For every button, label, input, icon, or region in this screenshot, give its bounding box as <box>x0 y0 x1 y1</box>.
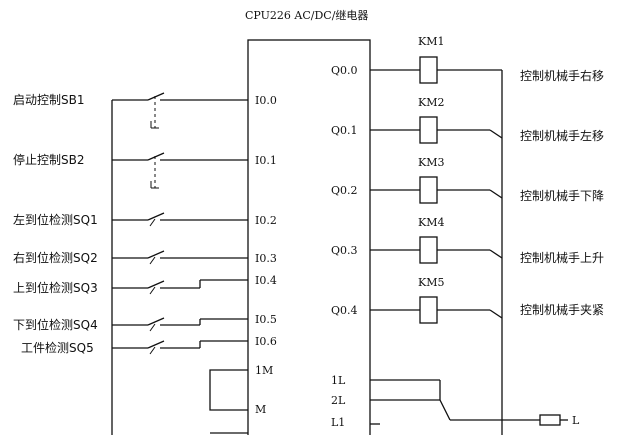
sq2-contact <box>147 250 165 259</box>
terminal-i0-6: I0.6 <box>255 335 277 348</box>
terminal-i0-5: I0.5 <box>255 313 277 326</box>
terminal-m: M <box>255 403 266 416</box>
sb2-contact <box>147 152 165 161</box>
coil-km2 <box>419 116 438 144</box>
terminal-q0-3: Q0.3 <box>331 244 358 257</box>
terminal-l1: L1 <box>331 416 345 429</box>
coil-label-km2: KM2 <box>418 96 444 109</box>
input-label-sq5: 工件检测SQ5 <box>21 340 94 355</box>
terminal-q0-1: Q0.1 <box>331 124 358 137</box>
plc-body <box>247 39 371 435</box>
terminal-i0-1: I0.1 <box>255 154 277 167</box>
terminal-i0-4: I0.4 <box>255 274 277 287</box>
plc-title: CPU226 AC/DC/继电器 <box>245 9 368 22</box>
output-label-q0-2: 控制机械手下降 <box>520 188 604 203</box>
coil-km3 <box>419 176 438 204</box>
terminal-q0-2: Q0.2 <box>331 184 358 197</box>
input-label-sq1: 左到位检测SQ1 <box>13 212 98 227</box>
terminal-q0-4: Q0.4 <box>331 304 358 317</box>
terminal-2l: 2L <box>331 394 346 407</box>
sq3-contact <box>147 280 165 289</box>
terminal-1m: 1M <box>255 364 273 377</box>
sq4-contact <box>147 317 165 326</box>
output-label-q0-0: 控制机械手右移 <box>520 68 604 83</box>
terminal-q0-0: Q0.0 <box>331 64 358 77</box>
output-label-q0-1: 控制机械手左移 <box>520 128 604 143</box>
terminal-i0-3: I0.3 <box>255 252 277 265</box>
sq1-contact <box>147 212 165 221</box>
m-link <box>209 369 248 411</box>
coil-label-km5: KM5 <box>418 276 444 289</box>
input-label-sb2: 停止控制SB2 <box>13 152 85 167</box>
output-label-q0-3: 控制机械手上升 <box>520 250 604 265</box>
input-label-sq2: 右到位检测SQ2 <box>13 250 98 265</box>
coil-label-km1: KM1 <box>418 35 444 48</box>
supply-label: L <box>572 414 580 427</box>
coil-label-km3: KM3 <box>418 156 444 169</box>
sb1-contact <box>147 92 165 101</box>
terminal-i0-2: I0.2 <box>255 214 277 227</box>
terminal-1l: 1L <box>331 374 346 387</box>
coil-km4 <box>419 236 438 264</box>
sq5-contact <box>147 340 165 349</box>
input-label-sq4: 下到位检测SQ4 <box>13 317 98 332</box>
terminal-i0-0: I0.0 <box>255 94 277 107</box>
coil-label-km4: KM4 <box>418 216 444 229</box>
coil-km1 <box>419 56 438 84</box>
output-label-q0-4: 控制机械手夹紧 <box>520 302 604 317</box>
coil-km5 <box>419 296 438 324</box>
input-label-sb1: 启动控制SB1 <box>13 93 85 107</box>
input-label-sq3: 上到位检测SQ3 <box>13 280 98 295</box>
fuse <box>539 414 561 426</box>
